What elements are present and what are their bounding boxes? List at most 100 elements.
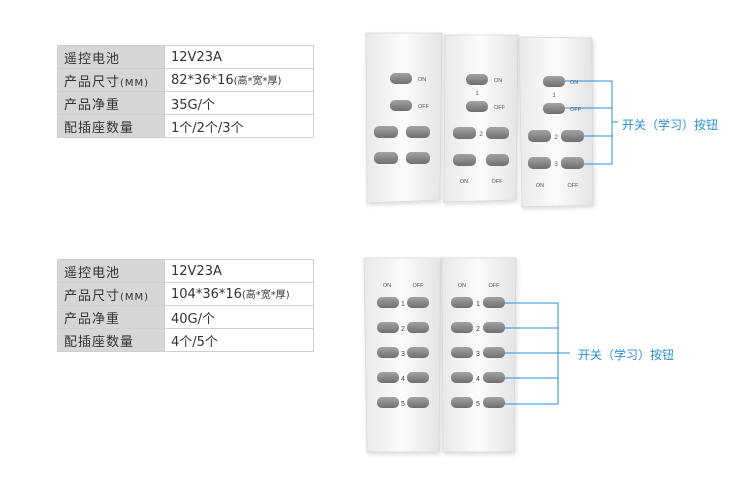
channel-label: 2 — [476, 326, 480, 333]
on-button[interactable] — [451, 347, 473, 358]
channel-label: 5 — [401, 401, 405, 408]
on-button[interactable] — [451, 397, 473, 408]
table-row: 产品净重 40G/个 — [57, 305, 314, 329]
channel-label: 5 — [476, 401, 480, 408]
on-button[interactable] — [528, 130, 551, 142]
off-button[interactable] — [486, 127, 509, 139]
on-button[interactable] — [528, 157, 551, 169]
off-button[interactable] — [561, 130, 584, 142]
remote-a — [365, 32, 443, 204]
remote-set-2: ON OFF ON OFF 1 1 2 2 3 3 4 4 5 5 — [363, 257, 570, 453]
on-button[interactable] — [543, 76, 565, 87]
channel-label: 3 — [401, 351, 405, 358]
off-button[interactable] — [406, 126, 430, 138]
on-button[interactable] — [466, 74, 488, 85]
off-button[interactable] — [466, 101, 488, 112]
on-button[interactable] — [451, 297, 473, 308]
on-header: ON — [383, 283, 391, 289]
spec-value: 1个/2个/3个 — [164, 114, 314, 138]
remote-c — [518, 36, 594, 208]
channel-label: 4 — [401, 376, 405, 383]
spec-label: 产品尺寸(MM) — [57, 282, 165, 306]
spec-value-note: (高*宽*厚) — [241, 290, 290, 301]
table-row: 配插座数量 1个/2个/3个 — [57, 114, 314, 138]
off-button[interactable] — [406, 152, 430, 164]
remote-set-1: ON OFF ON 1 OFF 2 ON OFF ON 1 OFF 2 — [365, 32, 618, 208]
off-button[interactable] — [483, 322, 505, 333]
spec-value: 40G/个 — [164, 305, 314, 329]
spec-label: 遥控电池 — [57, 45, 165, 69]
on-button[interactable] — [451, 372, 473, 383]
on-button[interactable] — [377, 372, 399, 383]
on-button[interactable] — [374, 152, 398, 164]
callout-bracket-2 — [504, 302, 570, 405]
spec-label: 配插座数量 — [57, 328, 165, 352]
off-button[interactable] — [407, 347, 429, 358]
off-button[interactable] — [543, 103, 565, 114]
channel-label: 1 — [552, 93, 556, 99]
off-button[interactable] — [483, 347, 505, 358]
spec-label: 遥控电池 — [57, 259, 165, 283]
channel-label: 1 — [476, 301, 480, 308]
off-button[interactable] — [407, 297, 429, 308]
on-label: ON — [418, 77, 426, 83]
off-label: OFF — [492, 179, 504, 185]
on-button[interactable] — [451, 322, 473, 333]
on-button[interactable] — [377, 397, 399, 408]
channel-label: 2 — [479, 131, 483, 138]
channel-label: 2 — [554, 134, 558, 141]
on-button[interactable] — [390, 73, 412, 84]
spec-table-2: 遥控电池 12V23A 产品尺寸(MM) 104*36*16(高*宽*厚) 产品… — [57, 259, 314, 352]
spec-value: 12V23A — [164, 259, 314, 283]
remote-b — [443, 34, 519, 203]
on-label: ON — [494, 78, 502, 84]
off-button[interactable] — [483, 397, 505, 408]
table-row: 产品尺寸(MM) 82*36*16(高*宽*厚) — [57, 68, 314, 92]
table-row: 遥控电池 12V23A — [57, 259, 314, 283]
off-label: OFF — [568, 183, 580, 189]
channel-label: 1 — [475, 91, 479, 97]
spec-label-unit: (MM) — [120, 291, 150, 303]
spec-table-1: 遥控电池 12V23A 产品尺寸(MM) 82*36*16(高*宽*厚) 产品净… — [57, 45, 314, 138]
spec-label-unit: (MM) — [120, 77, 150, 89]
on-header: ON — [458, 283, 466, 289]
on-button[interactable] — [377, 347, 399, 358]
spec-value: 82*36*16(高*宽*厚) — [164, 68, 314, 92]
on-label: ON — [536, 183, 544, 189]
table-row: 产品净重 35G/个 — [57, 91, 314, 115]
channel-label: 4 — [476, 376, 480, 383]
spec-value: 4个/5个 — [164, 328, 314, 352]
on-button[interactable] — [377, 297, 399, 308]
on-button[interactable] — [453, 154, 476, 166]
off-button[interactable] — [483, 297, 505, 308]
channel-label: 3 — [476, 351, 480, 358]
spec-label: 产品净重 — [57, 91, 165, 115]
off-button[interactable] — [407, 397, 429, 408]
on-label: ON — [460, 179, 468, 185]
spec-value-note: (高*宽*厚) — [233, 76, 282, 87]
callout-label-1: 开关（学习）按钮 — [622, 118, 719, 132]
table-row: 配插座数量 4个/5个 — [57, 328, 314, 352]
off-label: OFF — [494, 105, 506, 111]
off-button[interactable] — [407, 372, 429, 383]
spec-label: 配插座数量 — [57, 114, 165, 138]
on-button[interactable] — [374, 126, 398, 138]
off-button[interactable] — [486, 154, 509, 166]
off-label: OFF — [418, 104, 430, 110]
channel-label: 3 — [554, 161, 558, 168]
spec-value: 35G/个 — [164, 91, 314, 115]
spec-label-text: 产品尺寸 — [64, 74, 121, 90]
off-header: OFF — [489, 283, 501, 289]
on-button[interactable] — [377, 322, 399, 333]
off-header: OFF — [413, 283, 425, 289]
off-button[interactable] — [407, 322, 429, 333]
callout-label-2: 开关（学习）按钮 — [578, 348, 675, 362]
channel-label: 1 — [401, 301, 405, 308]
off-button[interactable] — [483, 372, 505, 383]
off-button[interactable] — [390, 100, 412, 111]
off-button[interactable] — [561, 157, 584, 169]
channel-label: 2 — [401, 326, 405, 333]
on-button[interactable] — [453, 127, 476, 139]
spec-label-text: 产品尺寸 — [64, 288, 121, 304]
